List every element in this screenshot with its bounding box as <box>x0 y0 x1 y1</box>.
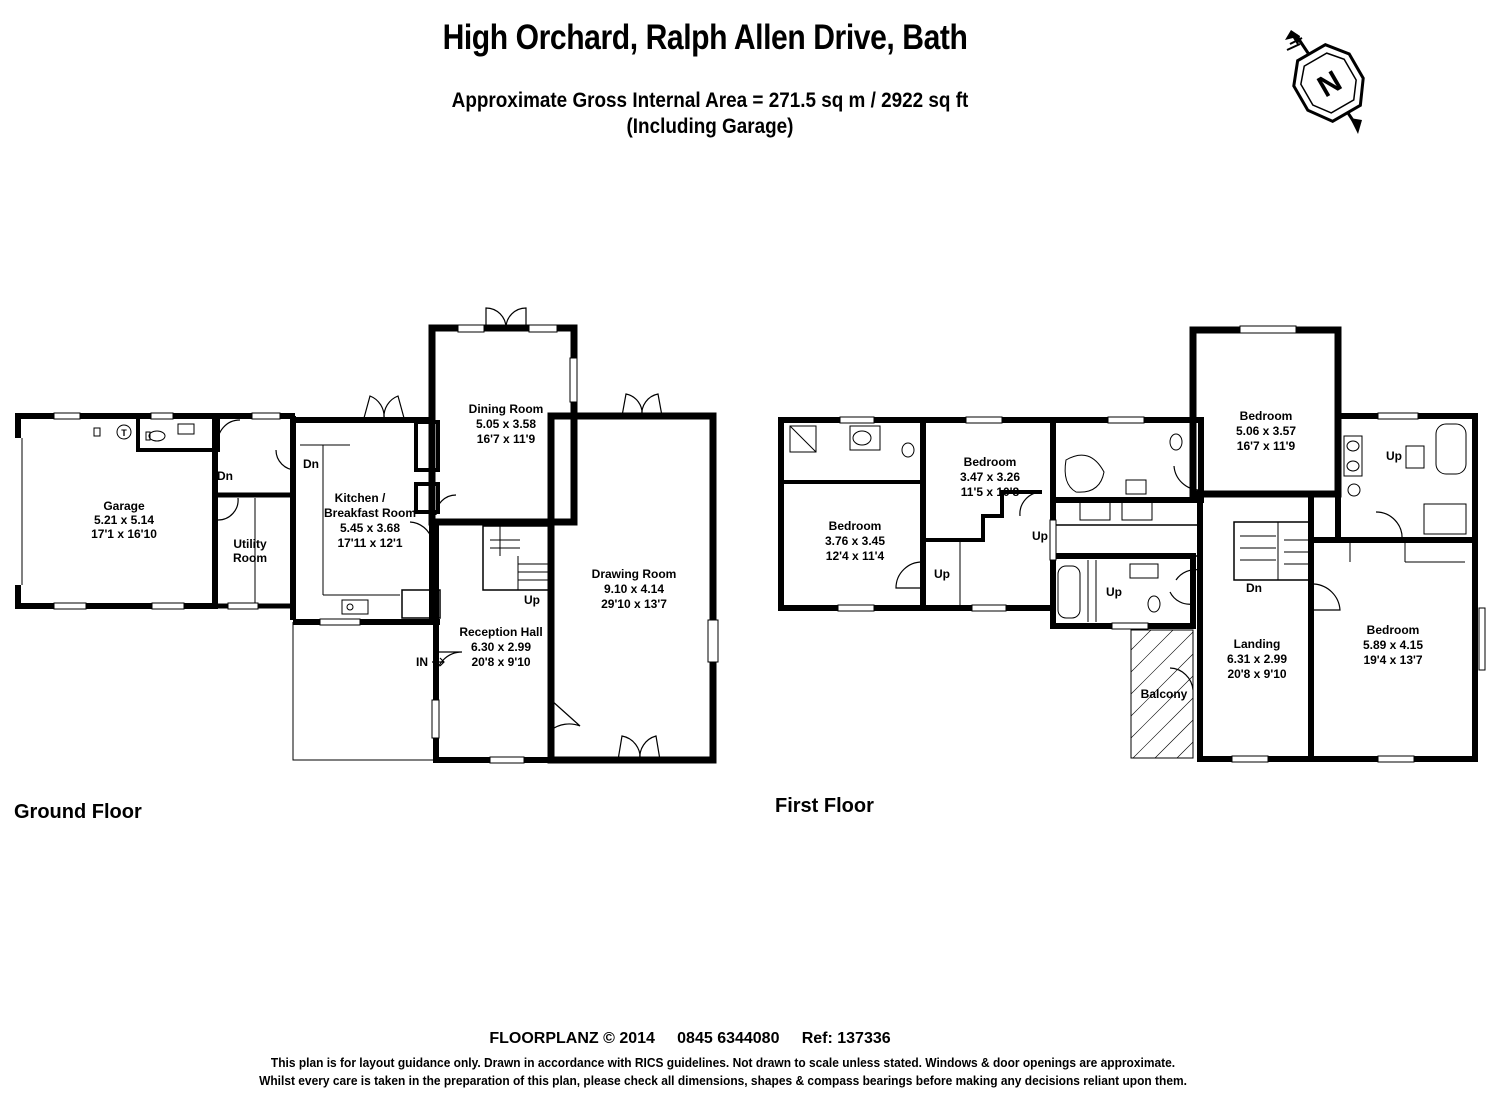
garage-imperial: 17'1 x 16'10 <box>91 527 157 541</box>
compass-icon: N <box>1285 30 1365 134</box>
bedroom-north-imperial: 16'7 x 11'9 <box>1237 439 1296 453</box>
bedroom-east-name: Bedroom <box>1367 623 1420 637</box>
ground-floor-doors <box>217 307 663 761</box>
footer-brand: FLOORPLANZ © 2014 0845 6344080 Ref: 1373… <box>489 1030 891 1047</box>
footer-disclaimer-1: This plan is for layout guidance only. D… <box>270 1055 1176 1070</box>
first-floor-walls <box>778 326 1478 762</box>
corridor-up-marker: Up <box>1032 529 1048 543</box>
bath-up-marker: Up <box>1106 585 1122 599</box>
kitchen-name-1: Kitchen / <box>335 491 386 505</box>
area-summary: Approximate Gross Internal Area = 271.5 … <box>71 88 1349 140</box>
stairs-up-marker: Up <box>524 593 540 607</box>
bedroom-east-imperial: 19'4 x 13'7 <box>1363 653 1422 667</box>
first-floor-fittings <box>789 423 1467 619</box>
west-up-marker: Up <box>934 567 950 581</box>
gross-area: Approximate Gross Internal Area = 271.5 … <box>451 89 969 112</box>
kitchen-name-2: Breakfast Room <box>324 506 416 520</box>
first-floor-label: First Floor <box>775 795 874 817</box>
bedroom-mid-metric: 3.47 x 3.26 <box>960 470 1020 484</box>
area-note: (Including Garage) <box>626 115 794 138</box>
bedroom-east-metric: 5.89 x 4.15 <box>1363 638 1423 652</box>
garage-name: Garage <box>103 499 145 513</box>
bedroom-sw-metric: 3.76 x 3.45 <box>825 534 885 548</box>
bedroom-sw-imperial: 12'4 x 11'4 <box>826 549 885 563</box>
ground-floor-label: Ground Floor <box>14 801 142 823</box>
stairs-dn-marker: Dn <box>1246 581 1262 595</box>
bedroom-north-name: Bedroom <box>1240 409 1293 423</box>
landing-metric: 6.31 x 2.99 <box>1227 652 1287 666</box>
bedroom-north-metric: 5.06 x 3.57 <box>1236 424 1296 438</box>
drawing-name: Drawing Room <box>592 567 677 581</box>
balcony-hatch <box>1130 629 1194 759</box>
reception-metric: 6.30 x 2.99 <box>471 640 531 654</box>
landing-name: Landing <box>1234 637 1281 651</box>
footer-disclaimer-2: Whilst every care is taken in the prepar… <box>259 1073 1187 1088</box>
garage-dn-marker: Dn <box>217 469 233 483</box>
svg-text:T: T <box>121 428 127 438</box>
dining-imperial: 16'7 x 11'9 <box>477 432 536 446</box>
kitchen-imperial: 17'11 x 12'1 <box>337 536 402 550</box>
reception-name: Reception Hall <box>459 625 542 639</box>
kitchen-metric: 5.45 x 3.68 <box>340 521 400 535</box>
entrance-marker: IN <box>416 655 428 669</box>
ensuite-up-marker: Up <box>1386 449 1402 463</box>
dining-name: Dining Room <box>469 402 544 416</box>
ground-floor-windows <box>53 324 719 764</box>
reception-imperial: 20'8 x 9'10 <box>471 655 530 669</box>
plan-title: High Orchard, Ralph Allen Drive, Bath <box>442 18 968 57</box>
landing-imperial: 20'8 x 9'10 <box>1227 667 1286 681</box>
utility-name-2: Room <box>233 551 267 565</box>
first-floor-doors <box>895 465 1403 691</box>
garage-metric: 5.21 x 5.14 <box>94 513 154 527</box>
bedroom-mid-imperial: 11'5 x 10'8 <box>961 485 1020 499</box>
entrance-arrow-icon <box>432 657 445 667</box>
drawing-metric: 9.10 x 4.14 <box>604 582 664 596</box>
utility-name-1: Utility <box>233 537 267 551</box>
drawing-imperial: 29'10 x 13'7 <box>601 597 667 611</box>
kitchen-dn-marker: Dn <box>303 457 319 471</box>
ground-floor-room-labels: Garage 5.21 x 5.14 17'1 x 16'10 Utility … <box>91 402 676 669</box>
bedroom-mid-name: Bedroom <box>964 455 1017 469</box>
dining-metric: 5.05 x 3.58 <box>476 417 536 431</box>
bedroom-sw-name: Bedroom <box>829 519 882 533</box>
first-floor-room-labels: Bedroom 3.76 x 3.45 12'4 x 11'4 Bedroom … <box>825 409 1423 701</box>
balcony-name: Balcony <box>1141 687 1188 701</box>
ground-floor-fittings: T <box>93 423 369 615</box>
first-floor-windows <box>837 325 1486 763</box>
